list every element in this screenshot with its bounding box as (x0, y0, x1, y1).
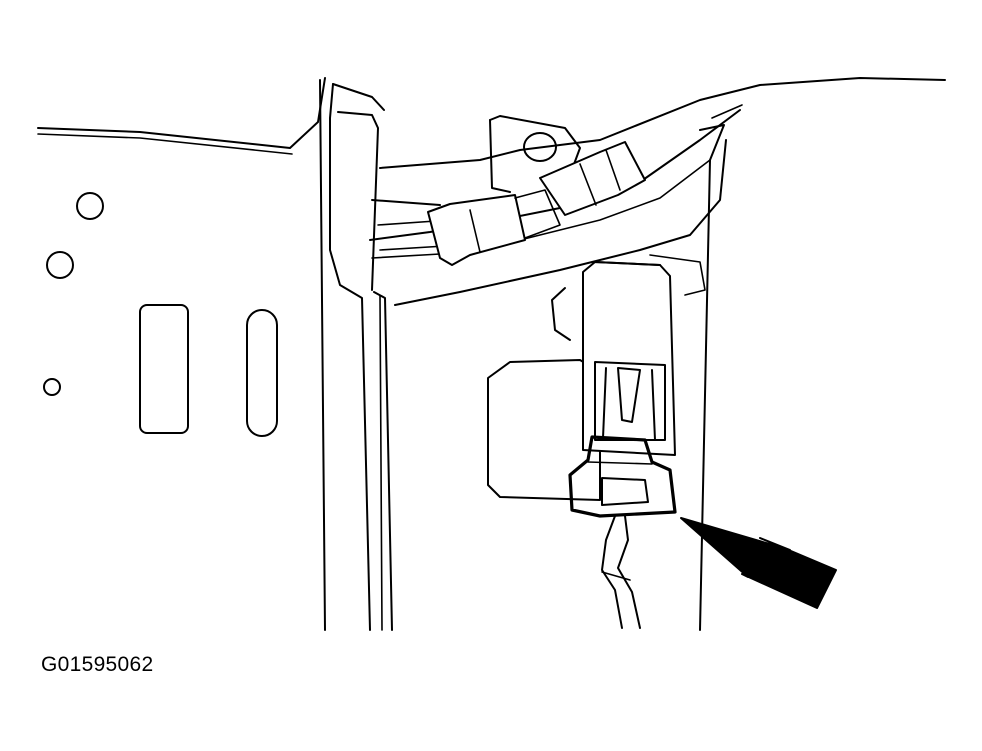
connector-wires (601, 515, 641, 629)
pointer-arrow (680, 517, 837, 609)
harness-clip-left (427, 189, 561, 266)
harness-clip-right (539, 141, 646, 216)
panel-slots (139, 304, 278, 437)
panel-holes (43, 192, 104, 396)
pillar (319, 79, 393, 631)
body-panel (37, 77, 326, 155)
electrical-connector (568, 261, 677, 518)
figure-code: G01595062 (41, 653, 154, 676)
